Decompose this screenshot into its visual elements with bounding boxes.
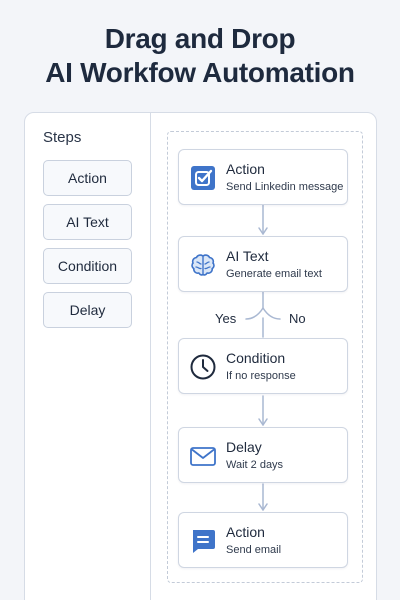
node-title: Condition — [226, 350, 286, 366]
node-subtitle: Send email — [226, 544, 282, 556]
node-title: Delay — [226, 439, 262, 455]
title-line-2: AI Workfow Automation — [45, 57, 355, 88]
clock-icon — [189, 353, 217, 381]
node-subtitle: Wait 2 days — [226, 459, 284, 471]
node-subtitle: Generate email text — [226, 268, 322, 280]
step-item-delay[interactable]: Delay — [43, 292, 132, 328]
node-subtitle: If no response — [226, 370, 296, 382]
workflow-node-action-linkedin[interactable]: Action Send Linkedin message — [178, 149, 348, 205]
steps-heading: Steps — [43, 129, 82, 146]
workflow-node-condition[interactable]: Condition If no response — [178, 338, 348, 394]
workflow-node-ai-text[interactable]: AI Text Generate email text — [178, 236, 348, 292]
node-title: Action — [226, 161, 265, 177]
workflow-node-delay[interactable]: Delay Wait 2 days — [178, 427, 348, 483]
message-icon — [189, 527, 217, 555]
node-title: Action — [226, 524, 265, 540]
node-subtitle: Send Linkedin message — [226, 181, 344, 193]
branch-label-yes: Yes — [215, 311, 237, 326]
title-line-1: Drag and Drop — [104, 23, 296, 54]
checkbox-icon — [189, 164, 217, 192]
envelope-icon — [189, 442, 217, 470]
node-title: AI Text — [226, 248, 269, 264]
page-title: Drag and Drop AI Workfow Automation — [0, 22, 400, 90]
step-item-condition[interactable]: Condition — [43, 248, 132, 284]
step-item-ai-text[interactable]: AI Text — [43, 204, 132, 240]
workflow-canvas[interactable] — [167, 131, 363, 583]
workflow-node-action-email[interactable]: Action Send email — [178, 512, 348, 568]
brain-icon — [189, 251, 217, 279]
steps-sidebar: Steps Action AI Text Condition Delay — [25, 113, 151, 600]
branch-label-no: No — [289, 311, 306, 326]
step-item-action[interactable]: Action — [43, 160, 132, 196]
